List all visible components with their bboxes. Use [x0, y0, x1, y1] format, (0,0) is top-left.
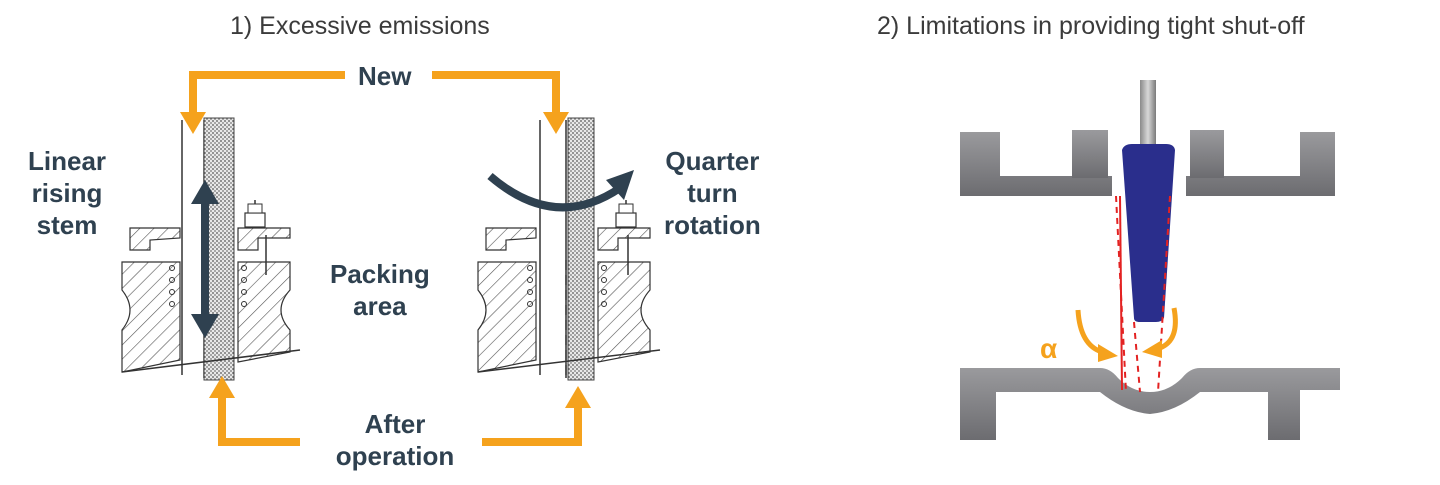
angle-alpha-label: α [1040, 333, 1058, 364]
after-label-line-1: After [364, 409, 426, 439]
panel2-title: 2) Limitations in providing tight shut-o… [877, 12, 1305, 40]
after-label-line-2: operation [335, 441, 455, 471]
linear-label-line-3: stem [36, 210, 98, 240]
angle-arrows [1075, 307, 1178, 362]
valve-body-lower [960, 368, 1340, 440]
quarter-turn-rotation-label: Quarter turn rotation [664, 145, 761, 241]
valve-stem [1140, 80, 1156, 150]
after-operation-label: After operation [320, 408, 470, 472]
quarter-label-line-3: rotation [664, 210, 761, 240]
valve-body-upper-left [960, 132, 1112, 196]
plug-valve-drawing [960, 80, 1340, 440]
new-label: New [358, 61, 412, 91]
linear-rising-stem-label: Linear rising stem [28, 145, 106, 241]
quarter-label-line-2: turn [687, 178, 738, 208]
rotation-arrow [487, 170, 634, 212]
panel1-title: 1) Excessive emissions [230, 12, 490, 40]
packing-label-line-2: area [353, 291, 407, 321]
linear-motion-arrow [191, 180, 219, 338]
linear-stem-valve-drawing [121, 117, 301, 381]
linear-label-line-1: Linear [28, 146, 107, 176]
quarter-label-line-1: Quarter [665, 146, 760, 176]
valve-body-upper-right [1186, 132, 1335, 196]
new-arrows [180, 71, 569, 134]
tapered-plug [1122, 144, 1175, 322]
after-operation-arrows [209, 376, 591, 446]
packing-area-label: Packing area [330, 258, 430, 322]
packing-label-line-1: Packing [330, 259, 430, 289]
linear-label-line-2: rising [31, 178, 103, 208]
quarter-turn-valve-drawing [477, 117, 661, 381]
